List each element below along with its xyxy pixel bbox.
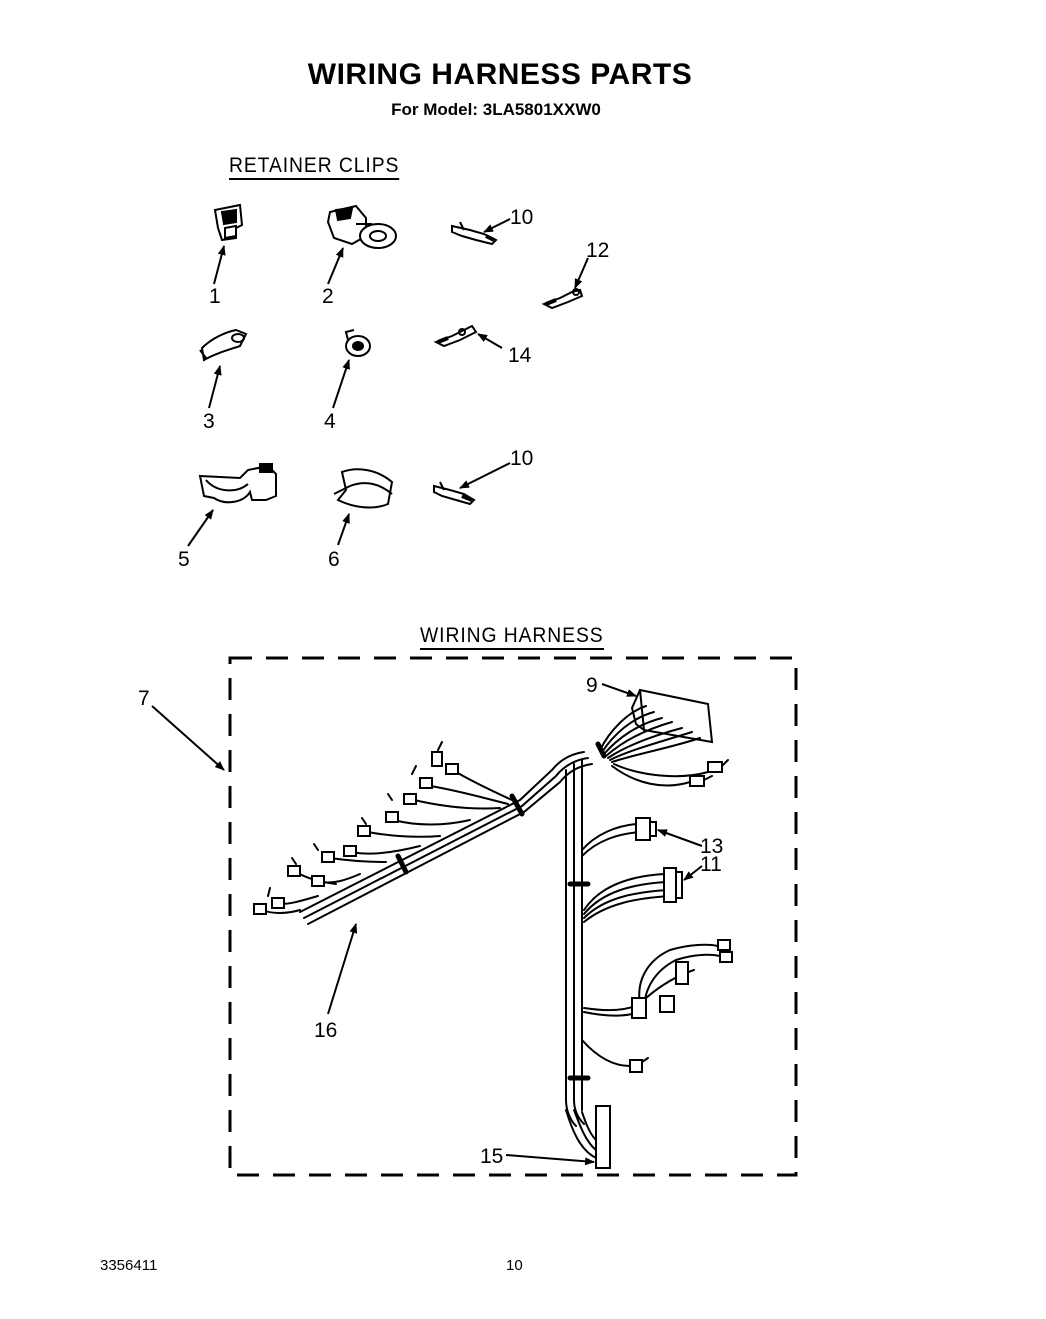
page-title: WIRING HARNESS PARTS [307,58,693,91]
callout-6: 6 [328,548,340,571]
callout-16: 16 [314,1019,337,1042]
callout-2: 2 [322,285,334,308]
part-3-clip-icon [199,328,248,362]
callout-10-bottom: 10 [510,447,533,470]
part-10-terminal-icon-lower [433,481,476,506]
callout-4: 4 [324,410,336,433]
part-4-grommet-icon [344,329,371,357]
part-2-clip-icon [326,204,397,249]
callout-13: 13 [700,835,723,858]
callout-14: 14 [508,344,532,367]
part-10-terminal-icon [451,221,498,246]
callout-1: 1 [209,285,221,308]
part-5-clip-icon [198,463,277,504]
document-number: 3356411 [100,1257,158,1274]
callout-11: 11 [700,853,722,876]
model-subtitle: For Model: 3LA5801XXW0 [391,100,601,119]
part-12-terminal-icon [541,288,584,310]
callout-5: 5 [178,548,190,571]
callout-7: 7 [138,687,150,710]
callout-10-top: 10 [510,206,533,229]
callout-9: 9 [586,674,598,697]
wiring-harness-drawing [253,688,733,1169]
callout-3: 3 [203,410,215,433]
part-1-clip-icon [213,203,244,242]
part-14-terminal-icon [433,324,478,348]
wiring-harness-heading: WIRING HARNESS [420,625,604,650]
part-6-sleeve-icon [333,468,394,509]
callout-12: 12 [586,239,609,262]
retainer-clips-heading: RETAINER CLIPS [229,155,400,180]
page-number: 10 [506,1257,523,1274]
callout-15: 15 [480,1145,503,1168]
